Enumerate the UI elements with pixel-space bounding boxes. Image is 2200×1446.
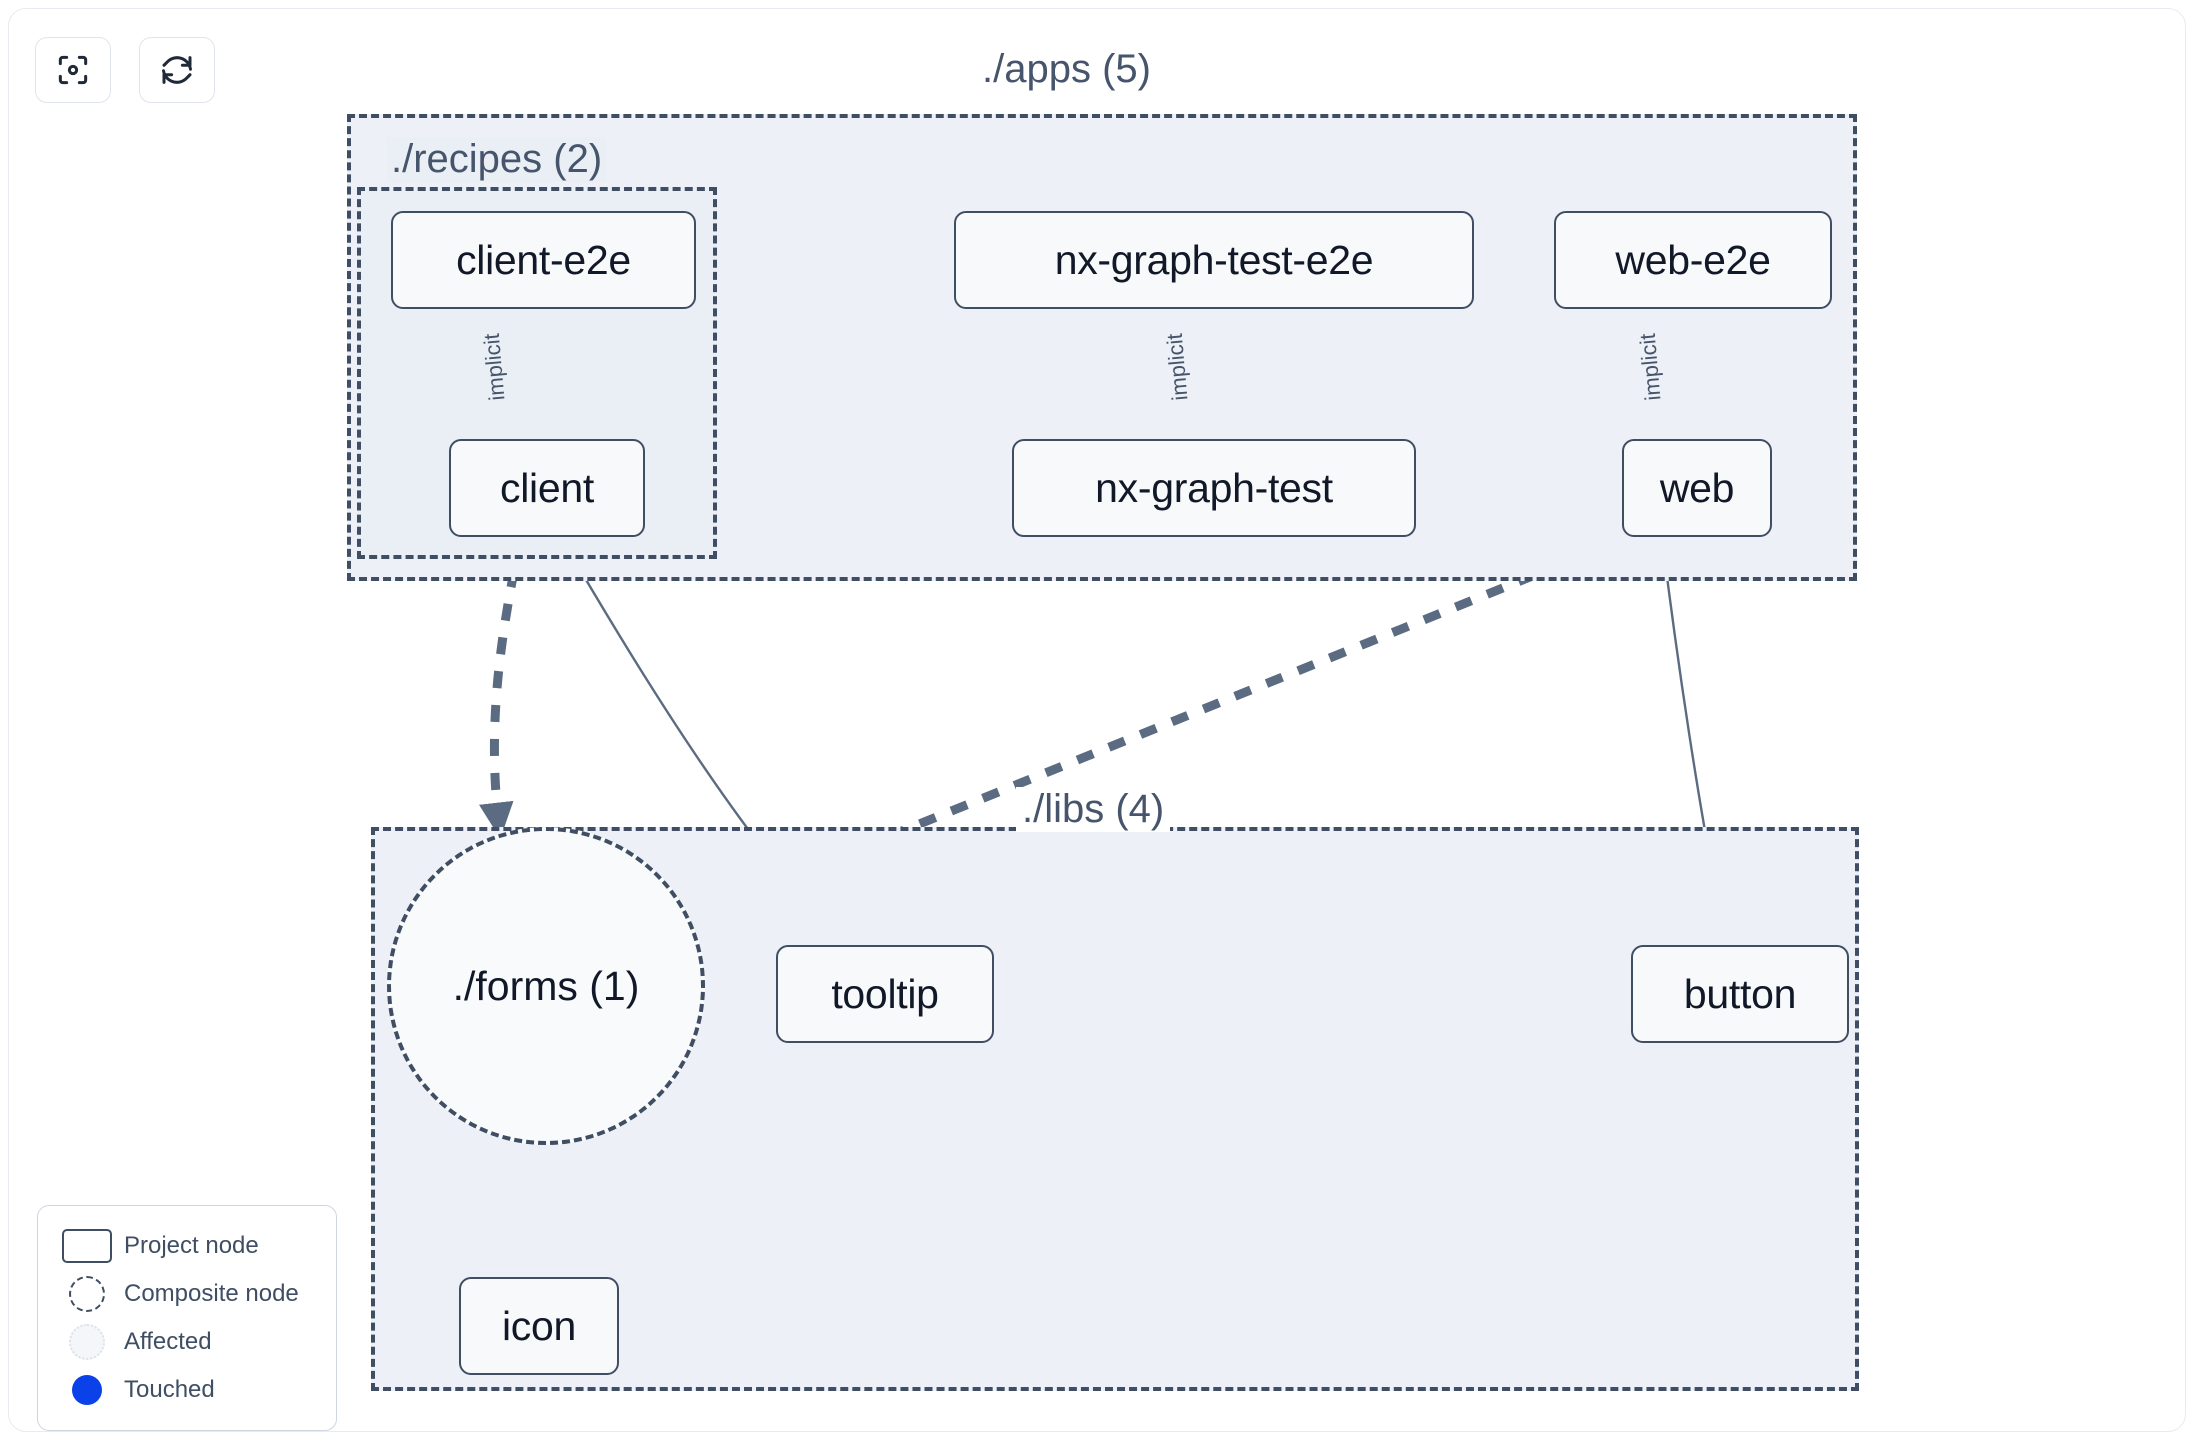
legend-item-composite-node: Composite node <box>56 1270 318 1318</box>
node-nx-graph-test[interactable]: nx-graph-test <box>1012 439 1416 537</box>
project-node-marker-icon <box>56 1229 118 1263</box>
node-icon[interactable]: icon <box>459 1277 619 1375</box>
node-tooltip[interactable]: tooltip <box>776 945 994 1043</box>
node-label: nx-graph-test-e2e <box>1054 236 1374 283</box>
node-label: tooltip <box>831 970 939 1017</box>
group-label-apps: ./apps (5) <box>982 47 1151 91</box>
node-label: client <box>500 464 594 511</box>
node-client-e2e[interactable]: client-e2e <box>391 211 696 309</box>
graph-legend: Project node Composite node Affected Tou… <box>37 1205 337 1431</box>
node-web[interactable]: web <box>1622 439 1772 537</box>
legend-item-affected: Affected <box>56 1318 318 1366</box>
focus-graph-button[interactable] <box>35 37 111 103</box>
graph-toolbar <box>35 37 215 103</box>
legend-item-project-node: Project node <box>56 1222 318 1270</box>
composite-node-marker-icon <box>56 1276 118 1312</box>
node-label: button <box>1683 970 1797 1017</box>
node-label: icon <box>501 1302 576 1349</box>
node-nx-graph-test-e2e[interactable]: nx-graph-test-e2e <box>954 211 1474 309</box>
focus-target-icon <box>54 51 92 89</box>
node-web-e2e[interactable]: web-e2e <box>1554 211 1832 309</box>
refresh-graph-button[interactable] <box>139 37 215 103</box>
legend-label: Touched <box>124 1376 215 1403</box>
node-label: web <box>1659 464 1735 511</box>
node-label: nx-graph-test <box>1095 464 1333 511</box>
node-forms-composite[interactable]: ./forms (1) <box>387 827 705 1145</box>
legend-label: Project node <box>124 1232 259 1259</box>
legend-label: Composite node <box>124 1280 299 1307</box>
node-label: ./forms (1) <box>452 962 640 1009</box>
node-label: client-e2e <box>456 236 631 283</box>
affected-marker-icon <box>56 1324 118 1360</box>
group-label-recipes: ./recipes (2) <box>387 137 607 182</box>
edge-client-to-forms <box>479 536 526 839</box>
node-label: web-e2e <box>1615 236 1771 283</box>
node-button[interactable]: button <box>1631 945 1849 1043</box>
node-client[interactable]: client <box>449 439 645 537</box>
legend-label: Affected <box>124 1328 212 1355</box>
refresh-icon <box>158 51 196 89</box>
touched-marker-icon <box>56 1375 118 1405</box>
group-label-libs: ./libs (4) <box>1016 787 1171 832</box>
graph-canvas[interactable]: ./apps (5) ./recipes (2) ./libs (4) <box>8 8 2186 1432</box>
legend-item-touched: Touched <box>56 1366 318 1414</box>
